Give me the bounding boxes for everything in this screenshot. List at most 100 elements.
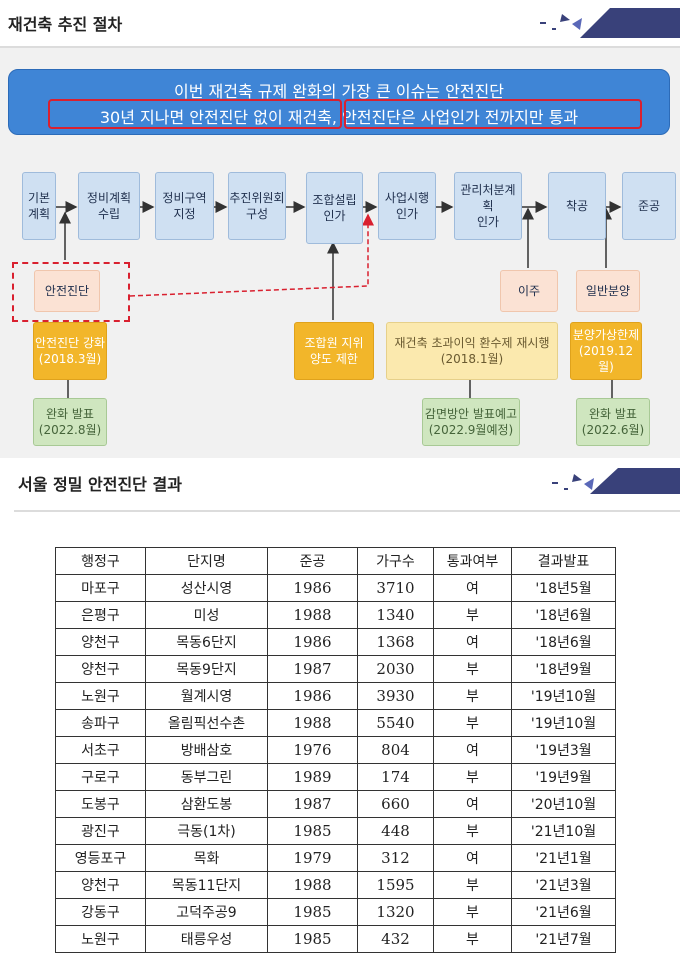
cell-households: 5540 — [357, 709, 434, 737]
cell-complex: 목화 — [145, 844, 268, 872]
highlight-box-30-years — [48, 99, 342, 129]
cell-completion-year: 1985 — [267, 925, 358, 953]
cell-district: 노원구 — [55, 682, 146, 710]
move-out-box: 이주 — [500, 270, 558, 312]
cell-district: 노원구 — [55, 925, 146, 953]
header-complex: 단지명 — [145, 547, 268, 575]
step-association-approval: 조합설립 인가 — [306, 172, 363, 244]
cell-complex: 올림픽선수촌 — [145, 709, 268, 737]
cell-district: 구로구 — [55, 763, 146, 791]
cell-complex: 고덕주공9 — [145, 898, 268, 926]
cell-households: 1340 — [357, 601, 434, 629]
procedure-slide: 재건축 추진 절차 이번 재건축 규제 완화의 가장 큰 이슈는 안전진단 30… — [0, 0, 680, 458]
cell-result-date: '18년5월 — [511, 574, 616, 602]
note-safety-relax: 완화 발표 (2022.8월) — [33, 398, 107, 446]
cell-district: 양천구 — [55, 655, 146, 683]
cell-district: 양천구 — [55, 871, 146, 899]
cell-complex: 태릉우성 — [145, 925, 268, 953]
slide-title: 재건축 추진 절차 — [8, 15, 123, 34]
safety-check-box: 안전진단 — [34, 270, 100, 312]
banner-line-2: 30년 지나면 안전진단 없이 재건축, 안전진단은 사업인가 전까지만 통과 — [9, 104, 669, 128]
cell-completion-year: 1989 — [267, 763, 358, 791]
note-reduction-plan: 감면방안 발표예고 (2022.9월예정) — [422, 398, 520, 446]
step-maintenance-plan: 정비계획 수립 — [78, 172, 140, 240]
cell-result-date: '21년1월 — [511, 844, 616, 872]
cell-result-date: '19년9월 — [511, 763, 616, 791]
cell-completion-year: 1988 — [267, 601, 358, 629]
header-pass: 통과여부 — [433, 547, 512, 575]
cell-completion-year: 1979 — [267, 844, 358, 872]
cell-completion-year: 1985 — [267, 817, 358, 845]
cell-complex: 목동6단지 — [145, 628, 268, 656]
cell-result-date: '18년9월 — [511, 655, 616, 683]
note-price-cap: 분양가상한제 (2019.12월) — [570, 322, 642, 380]
banner-line-2-part-2: 안전진단은 사업인가 전까지만 통과 — [342, 108, 579, 127]
cell-pass: 여 — [433, 736, 512, 764]
cell-pass: 부 — [433, 763, 512, 791]
step-project-approval: 사업시행 인가 — [378, 172, 436, 240]
cell-district: 송파구 — [55, 709, 146, 737]
cell-district: 광진구 — [55, 817, 146, 845]
cell-pass: 여 — [433, 844, 512, 872]
cell-result-date: '19년3월 — [511, 736, 616, 764]
cell-complex: 미성 — [145, 601, 268, 629]
cell-result-date: '21년10월 — [511, 817, 616, 845]
cell-pass: 여 — [433, 628, 512, 656]
slide-header: 재건축 추진 절차 — [0, 0, 680, 48]
cell-district: 은평구 — [55, 601, 146, 629]
cell-complex: 방배삼호 — [145, 736, 268, 764]
cell-pass: 여 — [433, 790, 512, 818]
safety-check-dashed-frame — [12, 262, 130, 322]
cell-households: 312 — [357, 844, 434, 872]
step-completion: 준공 — [622, 172, 676, 240]
cell-completion-year: 1988 — [267, 871, 358, 899]
cell-complex: 월계시영 — [145, 682, 268, 710]
banner-line-2-part-1: 30년 지나면 안전진단 없이 재건축, — [99, 108, 337, 127]
cell-district: 도봉구 — [55, 790, 146, 818]
cell-pass: 부 — [433, 817, 512, 845]
note-price-cap-relax: 완화 발표 (2022.6월) — [576, 398, 650, 446]
flow-arrows — [54, 201, 622, 398]
step-zone-designation: 정비구역 지정 — [155, 172, 214, 240]
cell-completion-year: 1988 — [267, 709, 358, 737]
cell-households: 1320 — [357, 898, 434, 926]
cell-complex: 동부그린 — [145, 763, 268, 791]
cell-households: 3930 — [357, 682, 434, 710]
cell-complex: 목동9단지 — [145, 655, 268, 683]
cell-pass: 부 — [433, 898, 512, 926]
note-member-transfer: 조합원 지위 양도 제한 — [294, 322, 374, 380]
cell-households: 804 — [357, 736, 434, 764]
cell-completion-year: 1986 — [267, 628, 358, 656]
cell-households: 1368 — [357, 628, 434, 656]
cell-complex: 삼환도봉 — [145, 790, 268, 818]
cell-pass: 부 — [433, 709, 512, 737]
cell-pass: 부 — [433, 871, 512, 899]
header-district: 행정구 — [55, 547, 146, 575]
general-sale-box: 일반분양 — [576, 270, 640, 312]
step-committee: 추진위원회 구성 — [228, 172, 286, 240]
cell-district: 마포구 — [55, 574, 146, 602]
step-basic-plan: 기본 계획 — [22, 172, 56, 240]
header-decoration-icon — [552, 468, 680, 494]
cell-completion-year: 1985 — [267, 898, 358, 926]
results-title: 서울 정밀 안전진단 결과 — [18, 475, 182, 494]
step-construction-start: 착공 — [548, 172, 606, 240]
cell-complex: 극동(1차) — [145, 817, 268, 845]
cell-result-date: '20년10월 — [511, 790, 616, 818]
header-completion-year: 준공 — [267, 547, 358, 575]
step-management-disposal: 관리처분계획 인가 — [454, 172, 522, 240]
cell-households: 448 — [357, 817, 434, 845]
